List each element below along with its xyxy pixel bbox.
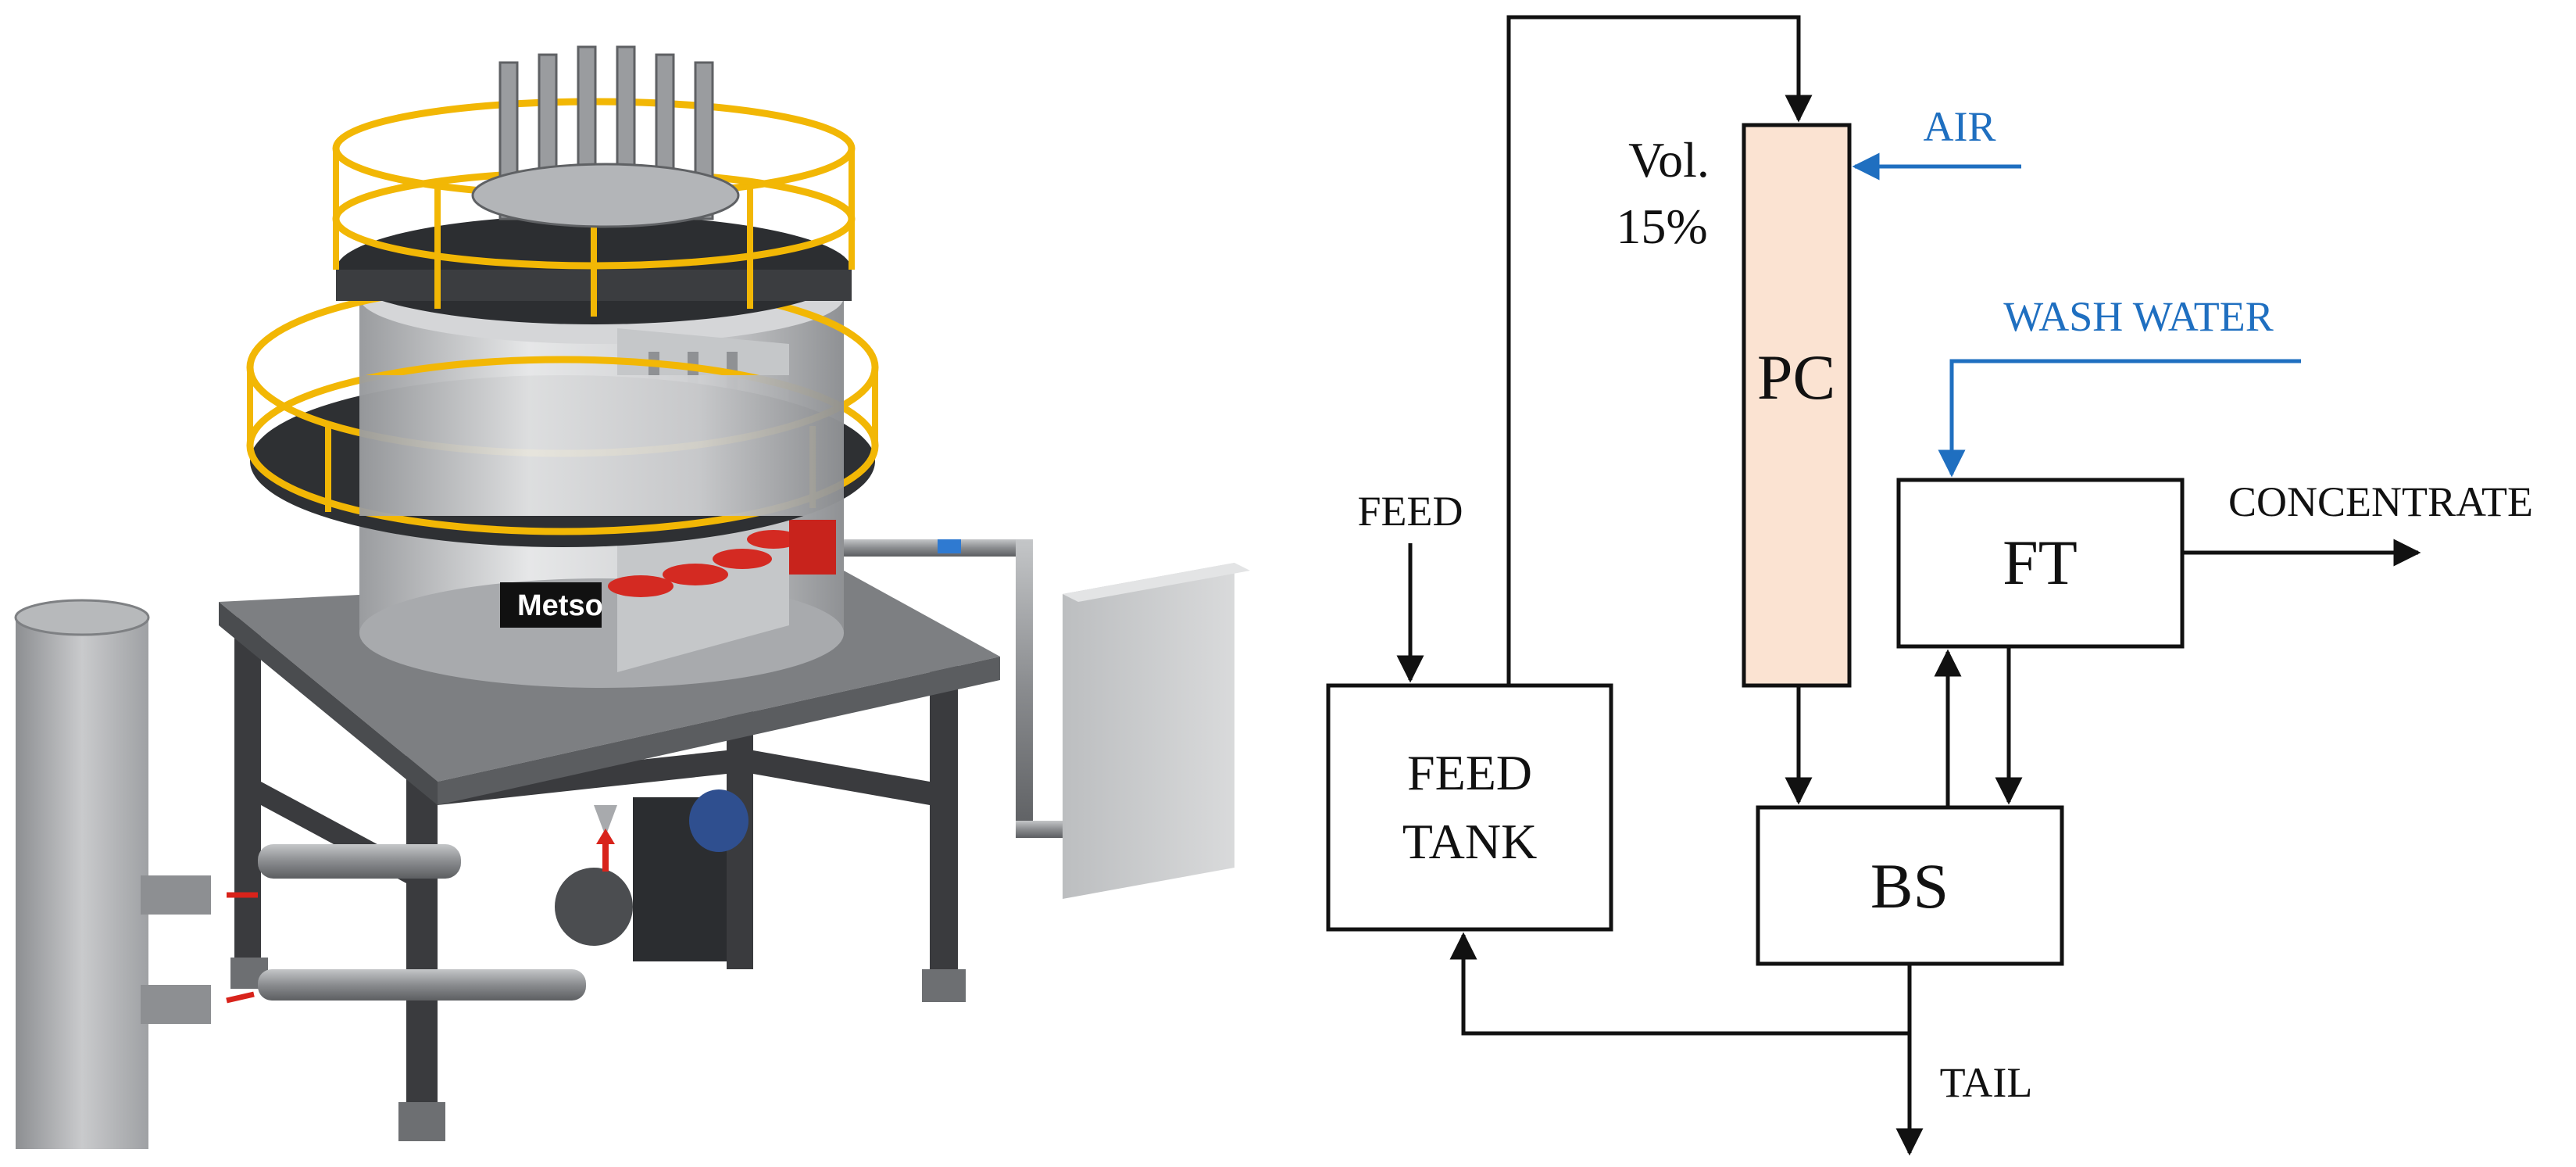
pc-column: PC	[1742, 123, 1852, 688]
bs-recycle-to-feed-tank-line	[1449, 932, 1910, 1036]
feed-tank-label-line1: FEED	[1407, 745, 1532, 800]
wash-water-arrow	[1938, 359, 2301, 478]
main-streams	[1396, 15, 2421, 1156]
bs-label: BS	[1870, 850, 1949, 922]
pump-assembly	[141, 789, 749, 1024]
concentrate-label: CONCENTRATE	[2228, 478, 2533, 525]
tail-label: TAIL	[1940, 1059, 2033, 1106]
feed-label: FEED	[1358, 488, 1463, 535]
wash-water-label: WASH WATER	[2003, 293, 2274, 340]
utility-streams	[1852, 152, 2301, 478]
recycle-to-pc-line	[1506, 15, 1813, 686]
air-label: AIR	[1924, 103, 1996, 150]
pc-volume-value: 15%	[1616, 199, 1707, 254]
brand-text: Metso	[517, 589, 603, 622]
bs-box: BS	[1756, 805, 2064, 966]
feed-tank-box: FEED TANK	[1326, 683, 1613, 932]
ft-label: FT	[2003, 527, 2078, 598]
lower-walkway	[246, 277, 879, 547]
upper-walkway	[332, 98, 856, 324]
brand-plate: Metso	[500, 582, 603, 628]
feed-vessel	[14, 599, 150, 1149]
ft-box: FT	[1896, 478, 2185, 649]
flotation-plant-illustration: Metso	[14, 45, 1250, 1149]
pc-volume-label: Vol.	[1628, 132, 1710, 188]
distributor-pipes	[471, 45, 740, 228]
feed-tank-label-line2: TANK	[1402, 814, 1538, 869]
sump-box	[1063, 563, 1250, 899]
pc-label: PC	[1757, 342, 1835, 413]
